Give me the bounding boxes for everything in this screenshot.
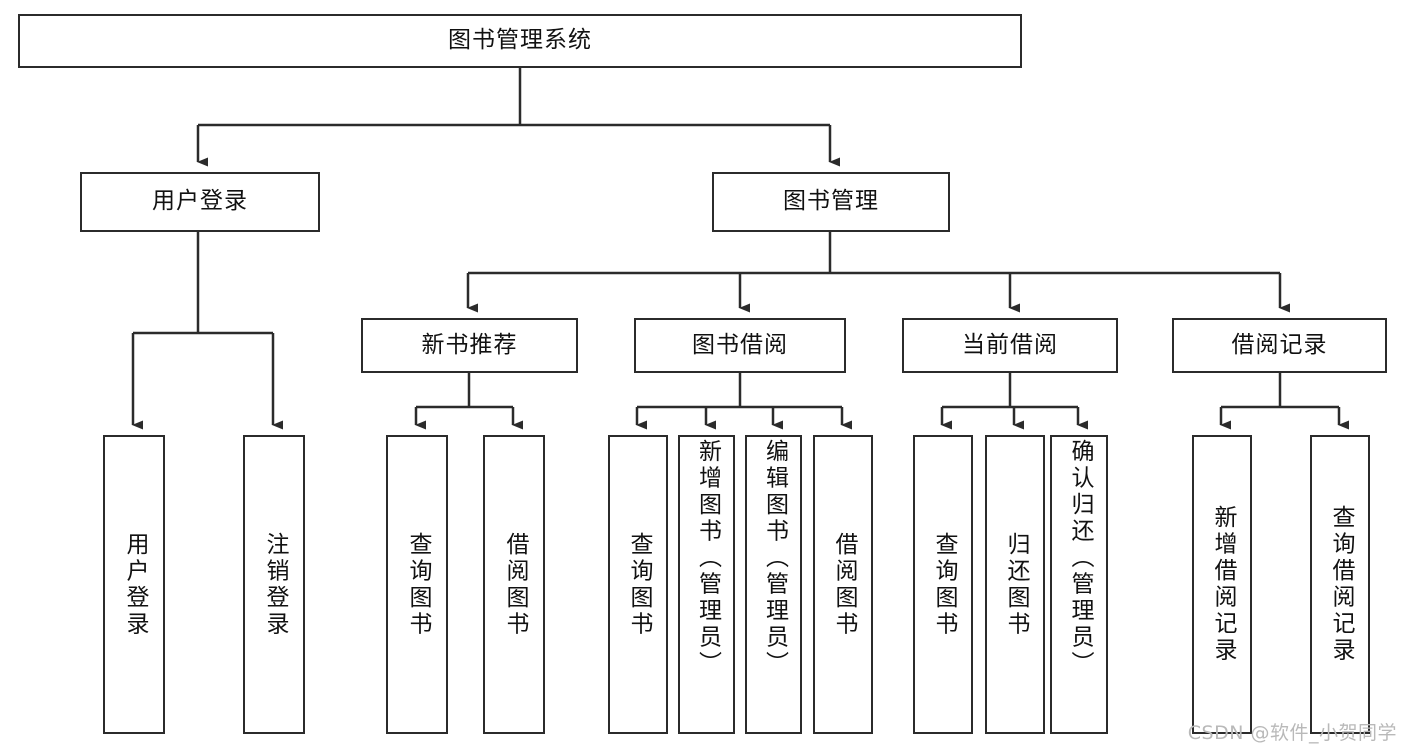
csdn-watermark: CSDN @软件_小贺同学 [1187,722,1397,744]
node-book-manage[interactable]: 图书管理 [712,172,950,232]
node-leaf-confirm-return[interactable]: 确认归还（管理员） [1050,435,1108,734]
node-current-borrow[interactable]: 当前借阅 [902,318,1118,373]
node-leaf-query-book-1[interactable]: 查询图书 [386,435,448,734]
node-current-borrow-label: 当前借阅 [962,331,1058,358]
node-user-login-label: 用户登录 [152,188,248,215]
node-leaf-query-book-2-label: 查询图书 [625,531,652,638]
node-leaf-add-book[interactable]: 新增图书（管理员） [678,435,735,734]
node-book-manage-label: 图书管理 [783,188,879,215]
node-leaf-borrow-book-2-label: 借阅图书 [830,531,857,638]
node-leaf-query-book-3-label: 查询图书 [930,531,957,638]
node-leaf-borrow-book-1[interactable]: 借阅图书 [483,435,545,734]
node-book-borrow-label: 图书借阅 [692,331,788,358]
node-leaf-borrow-book-1-label: 借阅图书 [501,531,528,638]
node-new-book-recommend[interactable]: 新书推荐 [361,318,578,373]
node-leaf-query-book-3[interactable]: 查询图书 [913,435,973,734]
node-leaf-user-login-label: 用户登录 [121,531,148,638]
node-leaf-return-book[interactable]: 归还图书 [985,435,1045,734]
node-leaf-query-book-1-label: 查询图书 [404,531,431,638]
node-borrow-record[interactable]: 借阅记录 [1172,318,1387,373]
node-new-book-recommend-label: 新书推荐 [421,331,518,358]
node-leaf-borrow-book-2[interactable]: 借阅图书 [813,435,873,734]
node-leaf-add-book-label: 新增图书（管理员） [694,439,721,678]
node-leaf-user-login[interactable]: 用户登录 [103,435,165,734]
node-leaf-return-book-label: 归还图书 [1002,531,1029,638]
node-leaf-edit-book-label: 编辑图书（管理员） [761,439,788,678]
node-leaf-add-borrow-record[interactable]: 新增借阅记录 [1192,435,1252,734]
node-book-borrow[interactable]: 图书借阅 [634,318,846,373]
node-leaf-query-borrow-record[interactable]: 查询借阅记录 [1310,435,1370,734]
node-leaf-edit-book[interactable]: 编辑图书（管理员） [745,435,802,734]
node-user-login[interactable]: 用户登录 [80,172,320,232]
node-leaf-user-logout-label: 注销登录 [261,531,288,638]
node-leaf-query-borrow-record-label: 查询借阅记录 [1327,505,1354,664]
node-leaf-confirm-return-label: 确认归还（管理员） [1066,439,1093,678]
node-root[interactable]: 图书管理系统 [18,14,1022,68]
node-leaf-query-book-2[interactable]: 查询图书 [608,435,668,734]
node-borrow-record-label: 借阅记录 [1231,331,1328,358]
node-leaf-add-borrow-record-label: 新增借阅记录 [1209,505,1236,664]
node-root-label: 图书管理系统 [448,27,592,54]
node-leaf-user-logout[interactable]: 注销登录 [243,435,305,734]
